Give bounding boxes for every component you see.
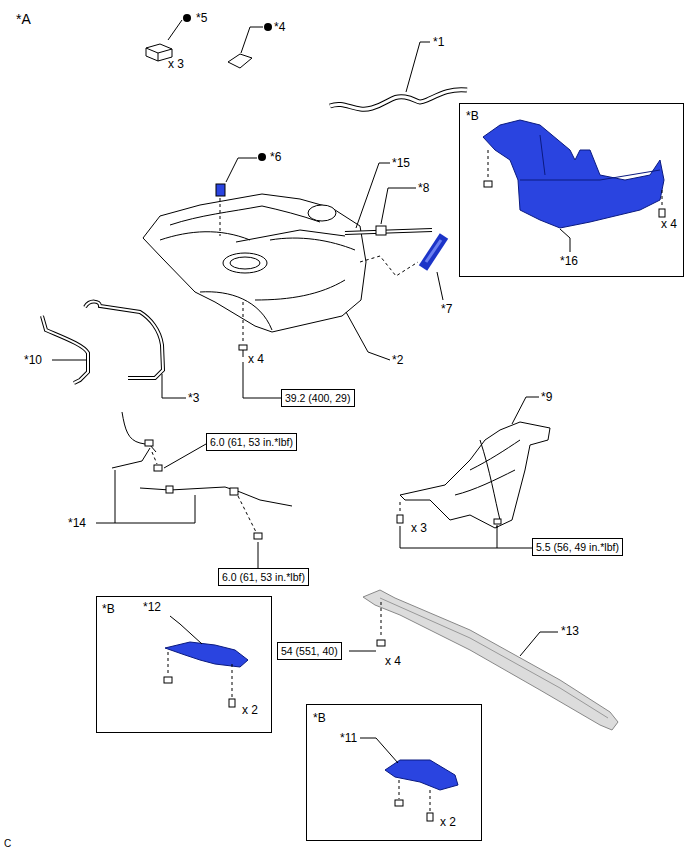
torque-value: 6.0 (61, 53 in.*lbf)	[222, 571, 305, 583]
view-label: *B	[313, 711, 326, 725]
quantity-label: x 3	[168, 57, 184, 71]
callout-number: *9	[541, 390, 552, 404]
callout-number: *10	[24, 353, 42, 367]
torque-value: 54 (551, 40)	[281, 645, 338, 657]
quantity-label: x 3	[411, 521, 427, 535]
callout-number: *15	[392, 156, 410, 170]
callout-number: *1	[433, 35, 444, 49]
torque-box: 6.0 (61, 53 in.*lbf)	[218, 568, 309, 586]
callout-number: *14	[68, 516, 86, 530]
view-label: *B	[102, 602, 115, 616]
callout-number: *11	[340, 731, 357, 745]
detail-panel: *B *11 x 2	[306, 704, 482, 841]
callout-number: *13	[561, 624, 579, 638]
callout-number: *12	[143, 600, 161, 614]
callout-number: x 4	[661, 217, 677, 231]
quantity-label: x 4	[248, 352, 264, 366]
torque-box: 54 (551, 40)	[277, 642, 342, 660]
quantity-label: x 4	[385, 654, 401, 668]
callout-number: x 2	[440, 815, 456, 829]
quantity-label: C	[4, 837, 11, 851]
view-label: *B	[466, 109, 479, 123]
callout-number: x 2	[242, 703, 258, 717]
callout-number: *16	[560, 254, 578, 268]
detail-panel: *B *16 x 4	[459, 103, 684, 277]
callout-number: *4	[274, 20, 285, 34]
torque-box: 39.2 (400, 29)	[281, 389, 355, 407]
torque-value: 6.0 (61, 53 in.*lbf)	[210, 436, 293, 448]
torque-value: 5.5 (56, 49 in.*lbf)	[536, 541, 619, 553]
callout-number: *7	[441, 302, 452, 316]
callout-number: *3	[188, 391, 199, 405]
callout-number: *5	[196, 11, 207, 25]
callout-number: *A	[16, 12, 31, 26]
callout-number: *2	[392, 353, 403, 367]
torque-box: 5.5 (56, 49 in.*lbf)	[532, 538, 623, 556]
torque-box: 6.0 (61, 53 in.*lbf)	[206, 433, 297, 451]
torque-value: 39.2 (400, 29)	[285, 392, 351, 404]
detail-panel: *B *12 x 2	[96, 596, 272, 733]
callout-number: *8	[418, 181, 429, 195]
callout-number: *6	[270, 150, 281, 164]
